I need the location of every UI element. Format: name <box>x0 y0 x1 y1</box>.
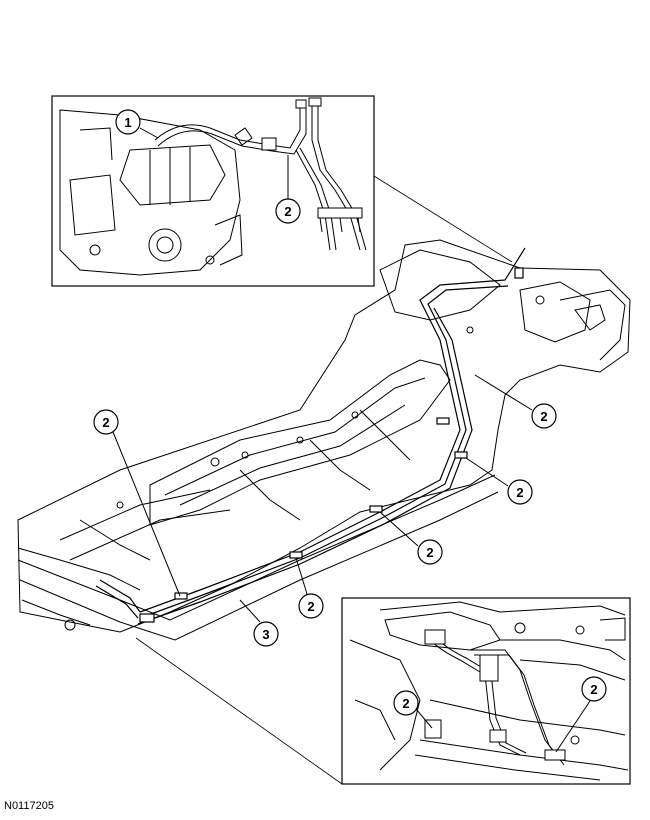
callout-2-mid-clip: 2 <box>379 511 443 565</box>
fuel-lines <box>95 247 526 625</box>
callout-5-label: 2 <box>426 545 433 560</box>
callout-1: 1 <box>115 109 159 139</box>
callout-2-inset-bottom-left: 2 <box>393 690 433 729</box>
callout-2-label: 2 <box>284 204 291 219</box>
vehicle-underbody <box>17 239 631 641</box>
callout-7-label: 2 <box>307 599 314 614</box>
callout-2-front-left: 2 <box>93 409 181 597</box>
callout-10-label: 2 <box>590 682 597 697</box>
inset-leader-lines <box>135 175 513 785</box>
callout-2-front-clip: 2 <box>295 557 324 619</box>
callout-3: 3 <box>239 599 279 647</box>
callout-2-rear-clip-upper: 2 <box>474 374 557 429</box>
callout-2-inset-bottom-right: 2 <box>555 676 607 753</box>
callout-6-label: 2 <box>102 415 109 430</box>
callout-3-label: 2 <box>540 409 547 424</box>
callout-4-label: 2 <box>516 485 523 500</box>
callout-9-label: 2 <box>402 696 409 711</box>
figure-id: N0117205 <box>4 800 54 812</box>
callout-1-label: 1 <box>124 115 131 130</box>
callout-8-label: 3 <box>262 627 269 642</box>
detail-inset-top <box>51 95 375 287</box>
callout-2-inset-top: 2 <box>275 155 301 224</box>
callout-2-rear-clip-lower: 2 <box>465 457 533 505</box>
